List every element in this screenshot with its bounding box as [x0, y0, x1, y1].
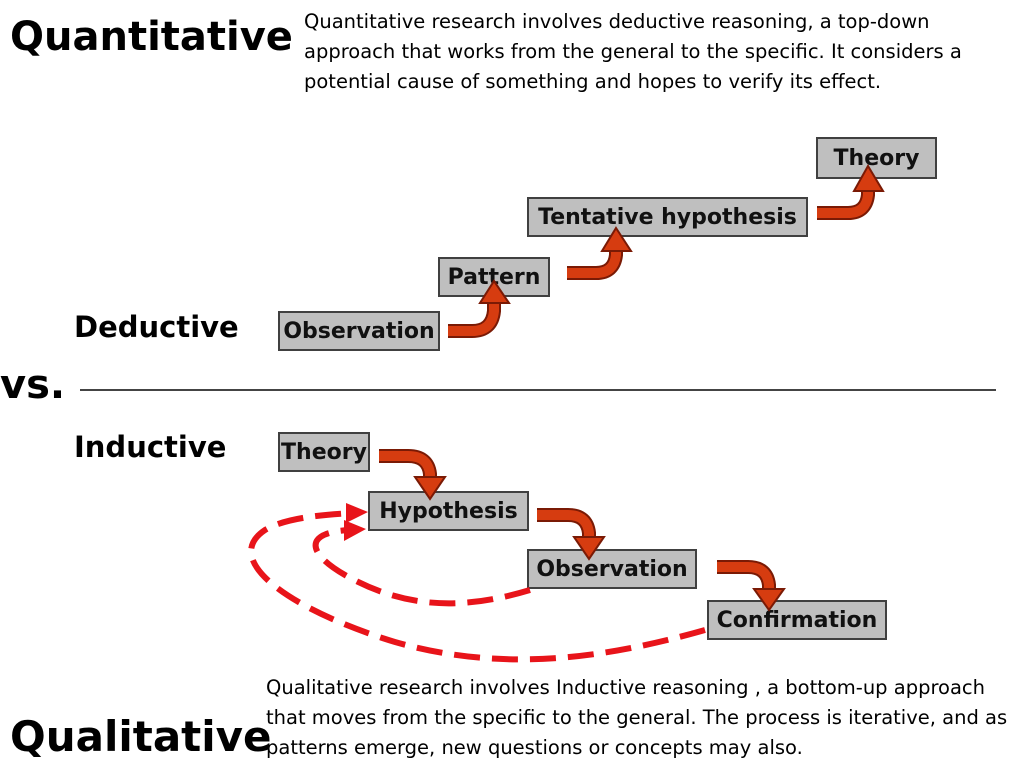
- inductive-down-arrow-3: [717, 560, 786, 612]
- feedback-arrow-from-confirmation: [248, 503, 706, 663]
- deductive-up-arrow-2: [567, 226, 633, 280]
- inductive-down-arrow-1: [379, 449, 447, 501]
- deductive-up-arrow-3: [817, 164, 885, 220]
- deductive-label: Deductive: [74, 310, 239, 344]
- deductive-step-theory: Theory: [816, 137, 937, 179]
- quantitative-description: Quantitative research involves deductive…: [304, 10, 962, 93]
- deductive-step-observation: Observation: [278, 311, 440, 351]
- qualitative-heading: Qualitative: [10, 712, 272, 761]
- inductive-label: Inductive: [74, 430, 227, 464]
- feedback-arrow-from-observation: [312, 520, 531, 607]
- quantitative-heading: Quantitative: [10, 14, 293, 60]
- deductive-up-arrow-1: [448, 279, 511, 338]
- inductive-down-arrow-2: [537, 508, 606, 561]
- versus-label: vs.: [0, 362, 66, 408]
- inductive-step-theory: Theory: [278, 432, 370, 472]
- divider-line: [80, 389, 996, 391]
- inductive-step-hypothesis: Hypothesis: [368, 491, 529, 531]
- inductive-step-confirmation: Confirmation: [707, 600, 887, 640]
- deductive-step-tentative-hypothesis: Tentative hypothesis: [527, 197, 808, 237]
- qualitative-description: Qualitative research involves Inductive …: [266, 676, 1008, 759]
- inductive-step-observation: Observation: [527, 549, 697, 589]
